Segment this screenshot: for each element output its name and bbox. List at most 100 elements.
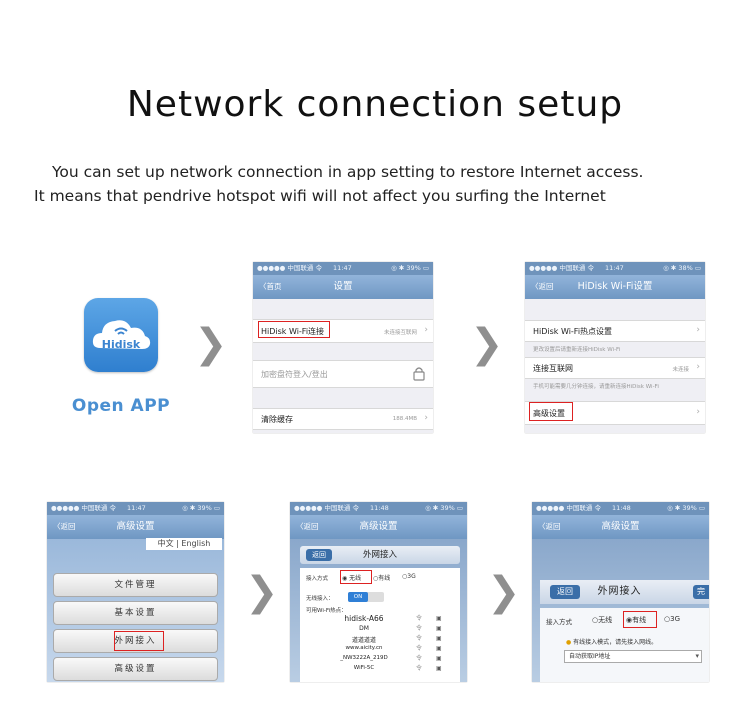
lock-icon: ▣▣▣▣▣▣ — [436, 615, 442, 672]
row-label: 连接互联网 — [533, 364, 573, 373]
status-bar: ●●●●● 中国联通 令 11:47 ◎ ✱ 38% ▭ — [525, 262, 705, 275]
highlight-box — [258, 321, 330, 338]
wifi-ssid[interactable]: 道道道道 — [351, 637, 376, 644]
wifi-list: hidisk-A66 DM 道道道道 www.aicity.cn _NW3222… — [304, 614, 456, 682]
mode-3g-radio[interactable]: ○3G — [664, 615, 680, 623]
menu-advanced-settings[interactable]: 高级设置 — [53, 657, 218, 681]
subtitle-line-2: It means that pendrive hotspot wifi will… — [34, 187, 606, 205]
settings-row-hotspot[interactable]: HiDisk Wi-Fi热点设置 › — [525, 320, 705, 342]
status-bar: ●●●●● 中国联通 令 11:47 ◎ ✱ 39% ▭ — [47, 502, 224, 515]
warning-icon: ● — [566, 639, 572, 646]
mode-wired-radio[interactable]: ◉有线 — [626, 616, 647, 624]
highlight-box — [623, 611, 657, 628]
back-button[interactable]: 〈返回 — [53, 522, 76, 531]
cloud-wifi-icon — [92, 320, 151, 349]
menu-basic-settings[interactable]: 基本设置 — [53, 601, 218, 625]
carrier-text: ●●●●● 中国联通 令 — [529, 264, 594, 272]
back-button[interactable]: 〈首页 — [259, 282, 282, 291]
row-value: 188.4MB — [392, 416, 417, 422]
internet-note: 手机可能需要几分钟连接，请重新连接HiDisk Wi-Fi — [533, 384, 659, 390]
chevron-right-icon: ❯ — [245, 569, 279, 615]
panel-back-button[interactable]: 返回 — [306, 549, 332, 561]
chevron-down-icon: ▾ — [695, 652, 699, 660]
back-button[interactable]: 〈返回 — [538, 522, 561, 531]
mode-wired-radio[interactable]: ○有线 — [373, 575, 391, 582]
mode-label: 接入方式 — [306, 576, 329, 582]
panel-header: 返回 外网接入 — [300, 546, 460, 564]
mode-wireless-radio[interactable]: ○无线 — [592, 616, 613, 624]
radio-label: 3G — [670, 615, 680, 623]
nav-title: 高级设置 — [601, 521, 640, 532]
nav-title: 高级设置 — [116, 521, 155, 532]
chevron-right-icon: ❯ — [194, 321, 228, 367]
notice-text: 有线接入模式，请先接入网线。 — [573, 639, 658, 646]
settings-row-internet[interactable]: 连接互联网 未连接 › — [525, 357, 705, 379]
highlight-box — [114, 631, 164, 651]
chevron-right-icon: › — [696, 362, 700, 372]
status-time: 11:48 — [370, 504, 389, 512]
subtitle-line-1: You can set up network connection in app… — [52, 163, 644, 181]
menu-internet-access[interactable]: 外网接入 — [53, 629, 218, 653]
radio-label: 无线 — [598, 616, 613, 624]
battery-text: ◎ ✱ 39% ▭ — [391, 264, 429, 272]
status-time: 11:47 — [333, 264, 352, 272]
status-time: 11:47 — [605, 264, 624, 272]
screen-internet-access-wireless: ●●●●● 中国联通 令 11:48 ◎ ✱ 39% ▭ 〈返回 高级设置 返回… — [290, 502, 467, 682]
panel-title: 外网接入 — [362, 550, 397, 560]
carrier-text: ●●●●● 中国联通 令 — [51, 504, 116, 512]
settings-row-advanced[interactable]: 高级设置 › — [525, 401, 705, 425]
chevron-right-icon: ❯ — [487, 569, 521, 615]
mode-3g-radio[interactable]: ○3G — [402, 573, 416, 580]
settings-row-lock[interactable]: 加密盘符登入/登出 — [253, 360, 433, 388]
screen-hidisk-wifi-settings: ●●●●● 中国联通 令 11:47 ◎ ✱ 38% ▭ 〈返回 HiDisk … — [525, 262, 705, 433]
back-button[interactable]: 〈返回 — [531, 282, 554, 291]
radio-label: 有线 — [378, 575, 391, 582]
settings-row-cache[interactable]: 清除缓存 188.4MB › — [253, 408, 433, 430]
status-bar: ●●●●● 中国联通 令 11:47 ◎ ✱ 39% ▭ — [253, 262, 433, 275]
battery-text: ◎ ✱ 39% ▭ — [667, 504, 705, 512]
wifi-list-label: 可用Wi-Fi热点： — [306, 608, 347, 614]
mode-label: 接入方式 — [546, 618, 572, 626]
mode-wireless-radio[interactable]: ◉ 无线 — [342, 575, 362, 582]
row-label: 加密盘符登入/登出 — [261, 370, 328, 379]
wifi-ssid[interactable]: WiFi-5C — [353, 665, 375, 671]
nav-bar: 〈返回 高级设置 — [290, 515, 467, 539]
nav-title: 高级设置 — [359, 521, 398, 532]
screen-internet-access-wired: ●●●●● 中国联通 令 11:48 ◎ ✱ 39% ▭ 〈返回 高级设置 返回… — [532, 502, 709, 682]
wifi-ssid[interactable]: _NW3222A_219D — [340, 655, 388, 661]
panel-body: 接入方式 ◉ 无线 ○有线 ○3G 无线接入： ON 可用Wi-Fi热点： hi… — [300, 568, 460, 682]
panel-back-button[interactable]: 返回 — [550, 585, 580, 599]
battery-text: ◎ ✱ 39% ▭ — [425, 504, 463, 512]
radio-label: 无线 — [349, 575, 362, 582]
chevron-right-icon: › — [424, 413, 428, 423]
wireless-toggle[interactable]: ON — [348, 592, 384, 602]
row-label: 清除缓存 — [261, 415, 293, 424]
wireless-label: 无线接入： — [306, 596, 334, 602]
row-value: 未连接 — [672, 367, 689, 373]
select-value: 自动获取IP地址 — [569, 653, 611, 660]
nav-bar: 〈返回 高级设置 — [532, 515, 709, 539]
page-title: Network connection setup — [126, 84, 624, 125]
wifi-ssid[interactable]: hidisk-A66 — [344, 614, 384, 623]
settings-row-wifi[interactable]: HiDisk Wi-Fi连接 未连接互联网 › — [253, 319, 433, 343]
back-button[interactable]: 〈返回 — [296, 522, 319, 531]
ip-mode-select[interactable]: 自动获取IP地址 ▾ — [564, 650, 702, 663]
wifi-ssid[interactable]: DM — [359, 625, 369, 632]
wifi-ssid[interactable]: www.aicity.cn — [345, 645, 383, 651]
open-app-caption: Open APP — [71, 396, 171, 416]
carrier-text: ●●●●● 中国联通 令 — [536, 504, 601, 512]
app-icon-label: Hidisk — [101, 338, 141, 351]
menu-file-manager[interactable]: 文件管理 — [53, 573, 218, 597]
chevron-right-icon: ❯ — [470, 321, 504, 367]
carrier-text: ●●●●● 中国联通 令 — [294, 504, 359, 512]
hidisk-app-icon[interactable]: Hidisk — [84, 298, 158, 372]
language-switch[interactable]: 中文 | English — [146, 538, 222, 550]
status-time: 11:48 — [612, 504, 631, 512]
nav-title: HiDisk Wi-Fi设置 — [577, 281, 653, 292]
panel-next-button[interactable]: 完 — [693, 585, 709, 599]
highlight-box — [529, 402, 573, 421]
toggle-label: ON — [348, 592, 368, 602]
nav-bar: 〈返回 高级设置 — [47, 515, 224, 539]
wired-notice: ● 有线接入模式，请先接入网线。 — [566, 637, 657, 646]
nav-bar: 〈首页 设置 — [253, 275, 433, 299]
